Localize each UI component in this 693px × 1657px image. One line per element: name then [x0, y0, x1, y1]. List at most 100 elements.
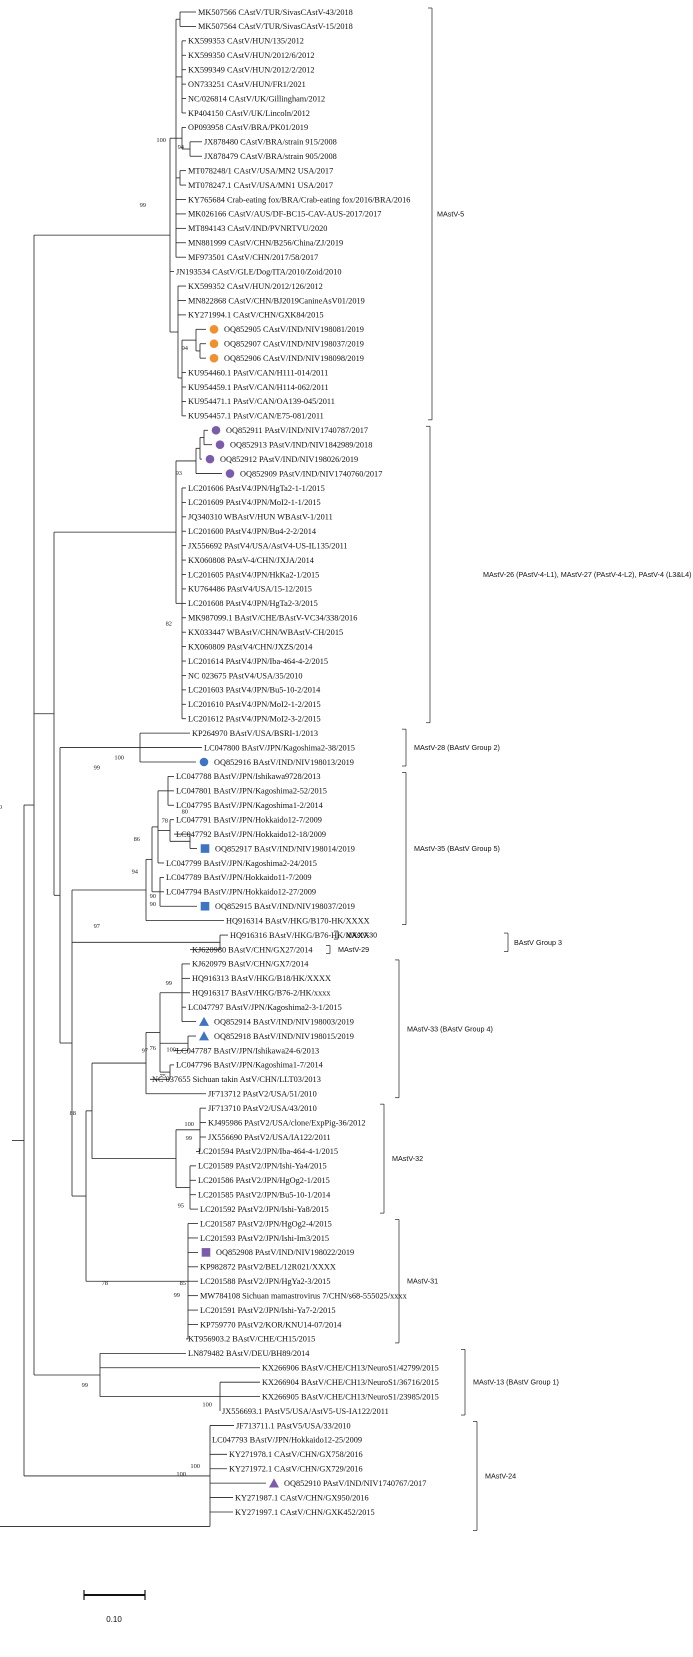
bootstrap-value: 97 — [142, 1047, 149, 1054]
taxon-label: LC047801 BAstV/JPN/Kagoshima2-52/2015 — [176, 787, 327, 796]
taxon-label: KX060808 PAstV-4/CHN/JXJA/2014 — [188, 556, 315, 565]
taxon-label: KY765684 Crab-eating fox/BRA/Crab-eating… — [188, 195, 410, 204]
clade-label: MAstV-32 — [392, 1154, 423, 1163]
clade-label: MAstV-29 — [338, 945, 369, 954]
taxon-label: LC047794 BAstV/JPN/Hokkaido12-27/2009 — [166, 888, 316, 897]
bootstrap-value: 82 — [166, 620, 172, 627]
clade-label: BAstV Group 3 — [514, 938, 562, 947]
taxon-label: LC201585 PAstV2/JPN/Bu5-10-1/2014 — [198, 1190, 331, 1199]
taxon-label: MK507564 CAstV/TUR/SivasCAstV-15/2018 — [198, 22, 353, 31]
circle-marker-icon — [209, 339, 219, 349]
taxon-label: KU954460.1 PAstV/CAN/H111-014/2011 — [188, 368, 328, 377]
taxon-label: KX266906 BAstV/CHE/CH13/NeuroS1/42799/20… — [262, 1364, 439, 1373]
tree-branches — [0, 11, 266, 1527]
taxon-label: OQ852911 PAstV/IND/NIV1740787/2017 — [226, 426, 368, 435]
taxon-label: KX599350 CAstV/HUN/2012/6/2012 — [188, 51, 315, 60]
square-marker-icon — [200, 901, 210, 911]
circle-marker-icon — [209, 353, 219, 363]
taxon-label: LC201606 PAstV4/JPN/HgTa2-1-1/2015 — [188, 484, 325, 493]
taxon-label: LC047791 BAstV/JPN/Hokkaido12-7/2009 — [176, 815, 322, 824]
taxon-label: LC201591 PAstV2/JPN/Ishi-Ya7-2/2015 — [200, 1306, 336, 1315]
bootstrap-labels: 1009994949382100998078869490909799100767… — [0, 137, 212, 1478]
taxon-label: NC 037655 Sichuan takin AstV/CHN/LLT03/2… — [152, 1075, 321, 1084]
taxon-label: OQ852907 CAstV/IND/NIV198037/2019 — [224, 340, 364, 349]
bootstrap-value: 86 — [134, 836, 140, 843]
bootstrap-value: 100 — [190, 1463, 200, 1470]
circle-marker-icon — [199, 757, 209, 767]
taxon-label: OQ852909 PAstV/IND/NIV1740760/2017 — [240, 469, 382, 478]
taxon-label: OQ852908 PAstV/IND/NIV198022/2019 — [216, 1248, 354, 1257]
circle-marker-icon — [225, 469, 235, 478]
taxon-label: KY271978.1 CAstV/CHN/GX758/2016 — [229, 1450, 363, 1459]
taxon-markers — [199, 325, 279, 1488]
bootstrap-value: 80 — [182, 808, 188, 815]
taxon-label: KT956903.2 BAstV/CHE/CH15/2015 — [188, 1335, 315, 1344]
taxon-label: ON733251 CAstV/HUN/FR1/2021 — [188, 80, 306, 89]
taxon-label: MN881999 CAstV/CHN/B256/China/ZJ/2019 — [188, 239, 343, 248]
taxon-label: LC047797 BAstV/JPN/Kagoshima2-3-1/2015 — [188, 1003, 342, 1012]
bootstrap-value: 100 — [166, 1046, 176, 1053]
taxon-label: JF713712 PAstV2/USA/51/2010 — [208, 1090, 317, 1099]
taxon-label: JF713710 PAstV2/USA/43/2010 — [208, 1104, 317, 1113]
taxon-label: MT078248/1 CAstV/USA/MN2 USA/2017 — [188, 166, 333, 175]
taxon-label: LC047789 BAstV/JPN/Hokkaido11-7/2009 — [166, 873, 312, 882]
circle-marker-icon — [205, 454, 215, 464]
bootstrap-value: 93 — [176, 470, 182, 477]
clade-label: MAstV-28 (BAstV Group 2) — [414, 743, 500, 752]
taxon-label: KJ620980 BAstV/CHN/GX27/2014 — [192, 945, 313, 954]
taxon-label: JX556692 PAstV4/USA/AstV4-US-IL135/2011 — [188, 541, 348, 550]
taxon-label: LC201608 PAstV4/JPN/HgTa2-3/2015 — [188, 599, 318, 608]
circle-marker-icon — [209, 325, 219, 334]
bootstrap-value: 78 — [102, 1280, 108, 1287]
taxon-label: OP093958 CAstV/BRA/PK01/2019 — [188, 123, 308, 132]
taxon-label: LC201609 PAstV4/JPN/MoI2-1-1/2015 — [188, 498, 321, 507]
taxon-label: KP264970 BAstV/USA/BSRI-1/2013 — [192, 729, 318, 738]
taxon-label: KX599353 CAstV/HUN/135/2012 — [188, 37, 304, 46]
triangle-marker-icon — [199, 1031, 209, 1041]
taxon-label: JX556690 PAstV2/USA/IA122/2011 — [208, 1133, 331, 1142]
triangle-marker-icon — [199, 1016, 209, 1026]
taxon-label: NC/026814 CAstV/UK/Gillingham/2012 — [188, 94, 325, 103]
bootstrap-value: 94 — [178, 144, 185, 151]
taxon-label: KX599352 CAstV/HUN/2012/126/2012 — [188, 282, 323, 291]
taxon-label: OQ852918 BAstV/IND/NIV198015/2019 — [214, 1032, 354, 1041]
bootstrap-value: 90 — [150, 893, 156, 900]
bootstrap-value: 95 — [178, 1202, 184, 1209]
taxon-label: KU954459.1 PAstV/CAN/H114-062/2011 — [188, 383, 329, 392]
taxon-label: JX878480 CAstV/BRA/strain 915/2008 — [204, 138, 337, 147]
bootstrap-value: 99 — [94, 765, 100, 772]
taxon-label: HQ916313 BAstV/HKG/B18/HK/XXXX — [192, 974, 331, 983]
square-marker-icon — [200, 844, 210, 853]
taxon-label: NC 023675 PAstV4/USA/35/2010 — [188, 671, 303, 680]
taxon-label: MT078247.1 CAstV/USA/MN1 USA/2017 — [188, 181, 333, 190]
taxon-label: OQ852906 CAstV/IND/NIV198098/2019 — [224, 354, 364, 363]
taxon-label: HQ916314 BAstV/HKG/B170-HK/XXXX — [226, 916, 370, 925]
taxon-label: KY271972.1 CAstV/CHN/GX729/2016 — [229, 1465, 363, 1474]
taxon-label: OQ852912 PAstV/IND/NIV198026/2019 — [220, 455, 358, 464]
taxon-label: LC047787 BAstV/JPN/Ishikawa24-6/2013 — [176, 1046, 319, 1055]
taxon-labels: MK507566 CAstV/TUR/SivasCAstV-43/2018MK5… — [152, 8, 439, 1517]
taxon-label: LC201587 PAstV2/JPN/HgOg2-4/2015 — [200, 1219, 332, 1228]
clade-label: MAstV-24 — [485, 1471, 516, 1480]
taxon-label: LC201612 PAstV4/JPN/MoI2-3-2/2015 — [188, 715, 321, 724]
bootstrap-value: 75 — [160, 1073, 166, 1080]
taxon-label: JF713711.1 PAstV5/USA/33/2010 — [236, 1421, 351, 1430]
clade-label: MAstV-35 (BAstV Group 5) — [414, 844, 500, 853]
taxon-label: MW784108 Sichuan mamastrovirus 7/CHN/s68… — [200, 1291, 408, 1300]
taxon-label: KP759770 PAstV2/KOR/KNU14-07/2014 — [200, 1320, 342, 1329]
circle-marker-icon — [211, 425, 221, 435]
bootstrap-value: 100 — [176, 1471, 186, 1478]
circle-marker-icon — [215, 440, 225, 449]
taxon-label: KY271997.1 CAstV/CHN/GXK452/2015 — [235, 1508, 375, 1517]
taxon-label: KX060809 PAstV4/CHN/JXZS/2014 — [188, 642, 313, 651]
taxon-label: KX033447 WBAstV/CHN/WBAstV-CH/2015 — [188, 628, 343, 637]
taxon-label: LC047788 BAstV/JPN/Ishikawa9728/2013 — [176, 772, 321, 781]
taxon-label: MT894143 CAstV/IND/PVNRTVU/2020 — [188, 224, 327, 233]
taxon-label: LC201592 PAstV2/JPN/Ishi-Ya8/2015 — [200, 1205, 329, 1214]
clade-label: MAstV-30 — [346, 931, 377, 940]
taxon-label: OQ852916 BAstV/IND/NIV198013/2019 — [214, 758, 354, 767]
taxon-label: LC201614 PAstV4/JPN/Iba-464-4-2/2015 — [188, 657, 328, 666]
bootstrap-value: 88 — [70, 1110, 76, 1117]
taxon-label: KX266905 BAstV/CHE/CH13/NeuroS1/23985/20… — [262, 1392, 439, 1401]
